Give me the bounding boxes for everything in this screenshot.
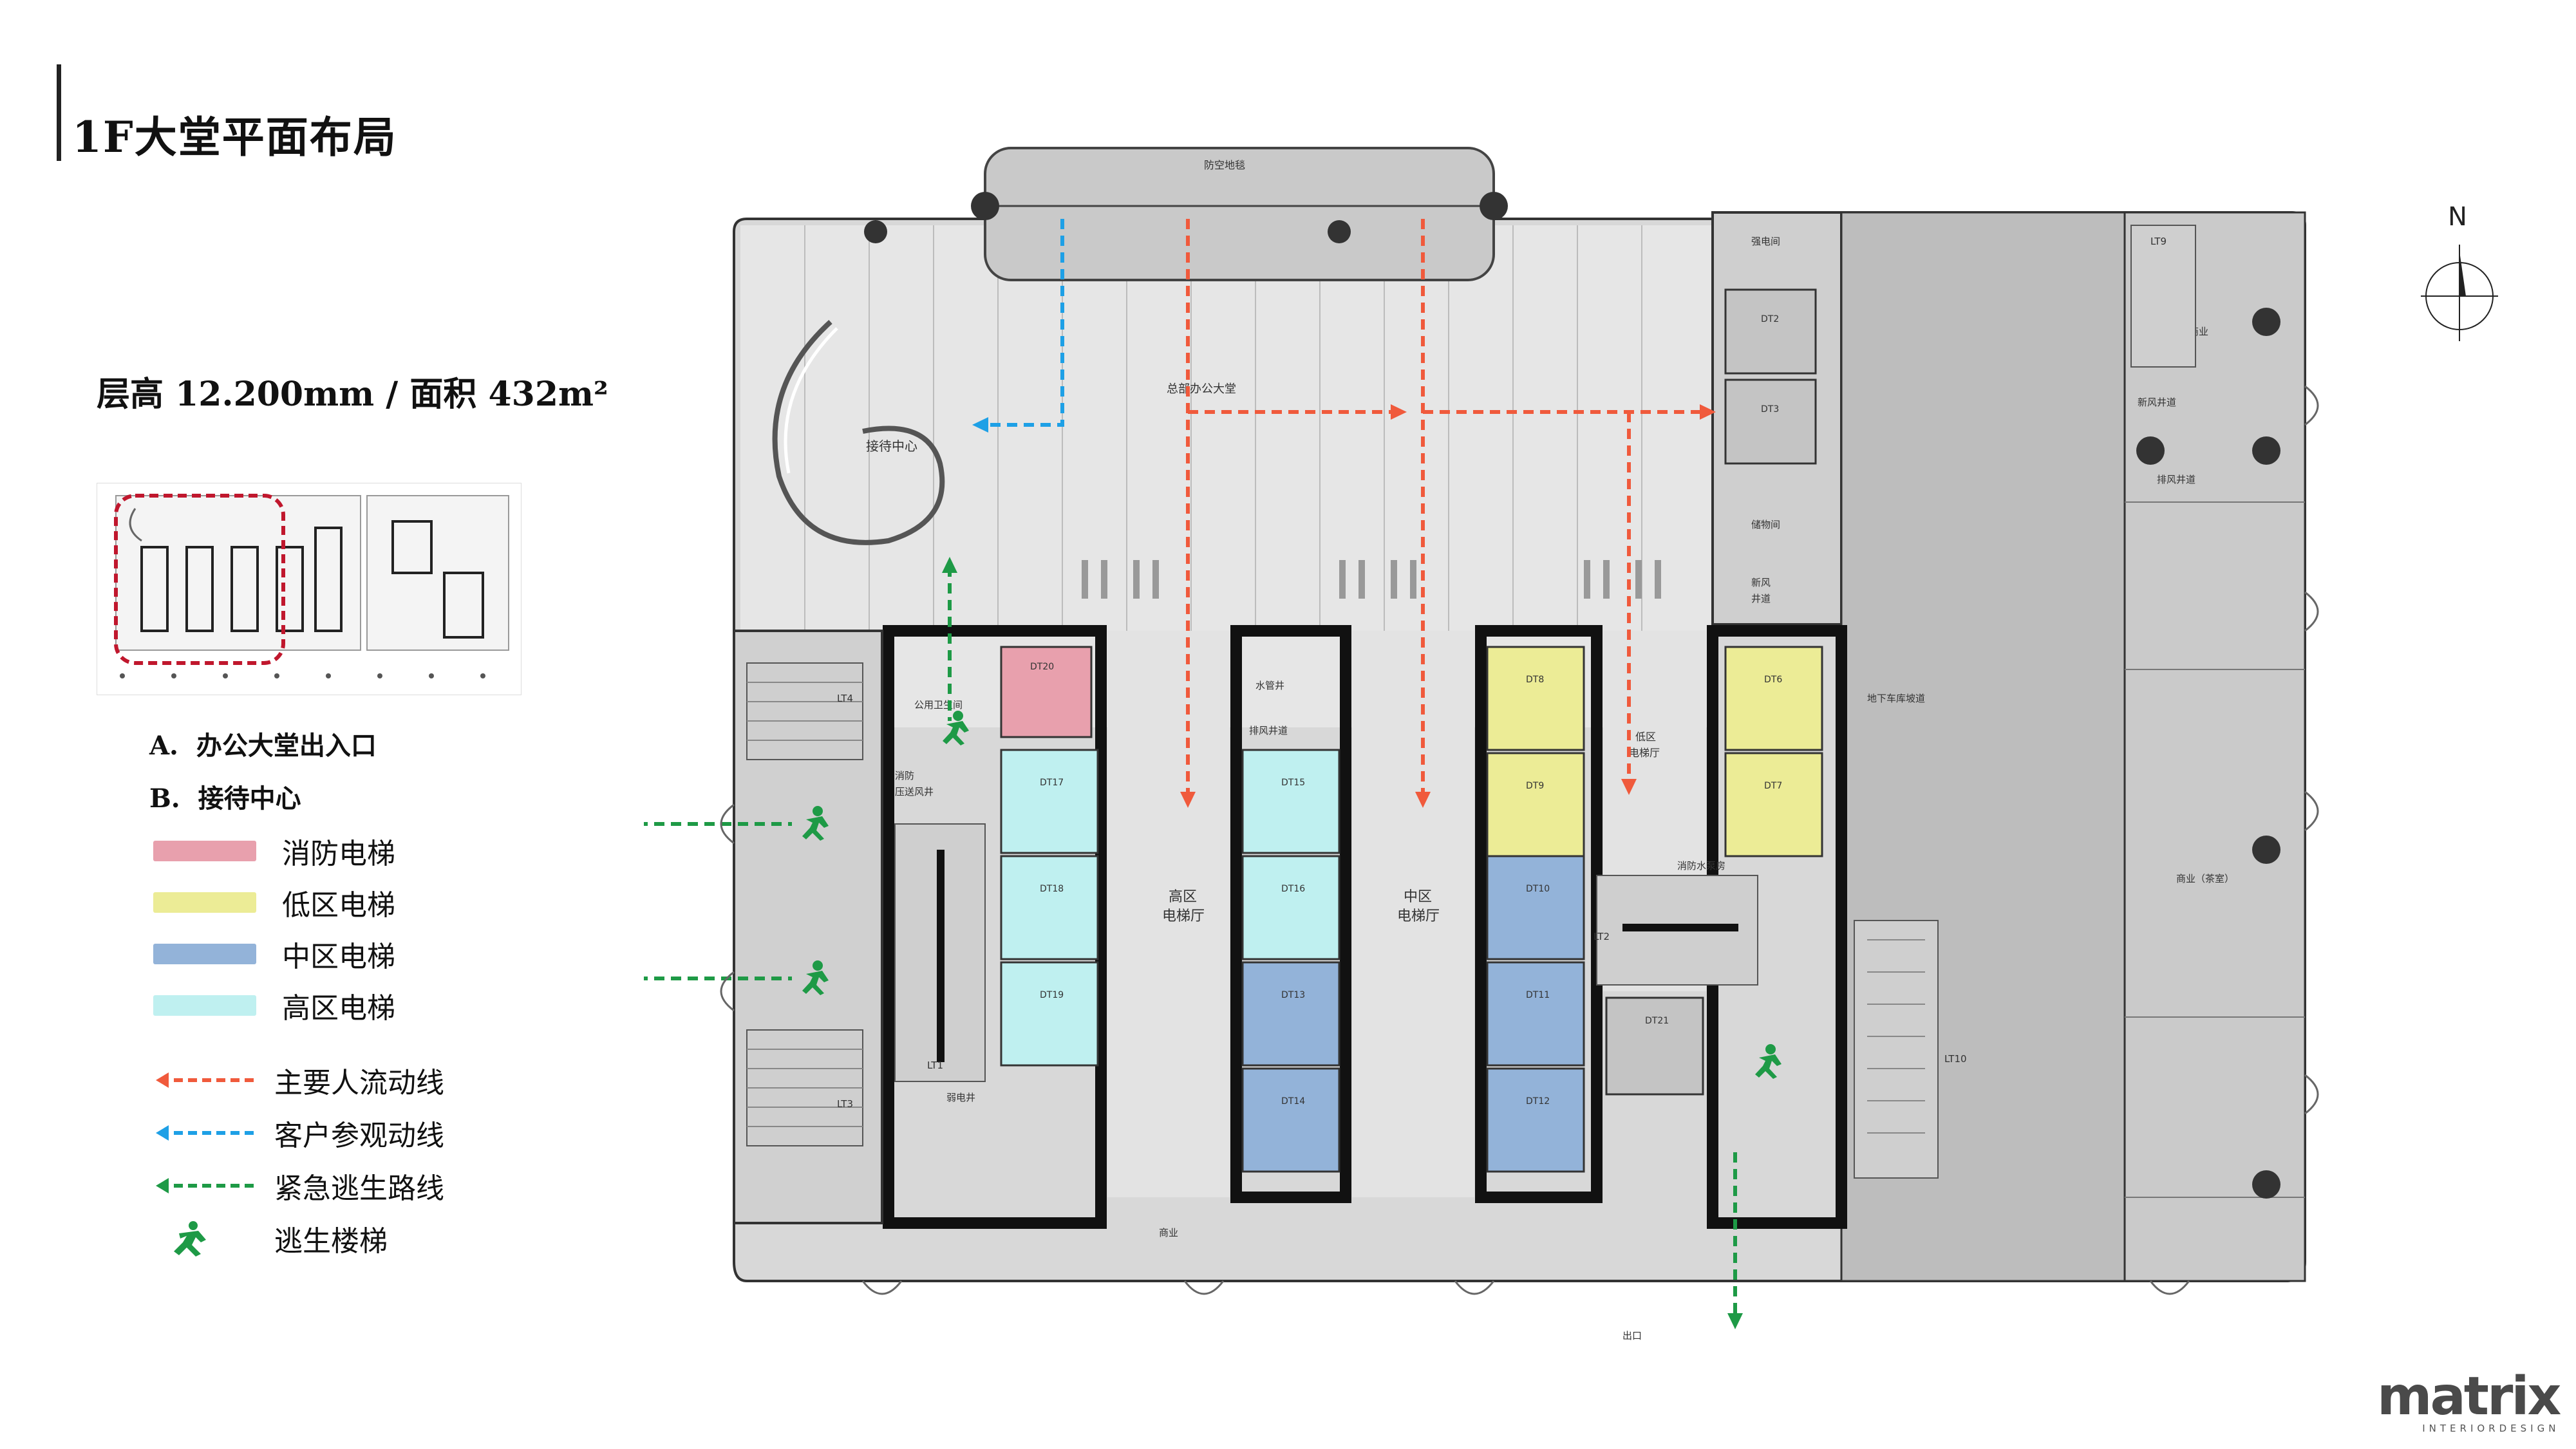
- svg-text:排风井道: 排风井道: [1249, 725, 1288, 736]
- svg-text:LT2: LT2: [1594, 931, 1610, 942]
- floor-plan: 防空地毯 接待中心 总部办公大堂 DT20 DT17 DT18 DT19 DT1…: [644, 147, 2319, 1341]
- floor-info: 层高 12.200mm / 面积 432m²: [97, 375, 608, 414]
- svg-text:地下车库坡道: 地下车库坡道: [1867, 693, 1925, 704]
- legend-high-elevator: 高区电梯: [153, 986, 395, 1025]
- svg-text:储物间: 储物间: [1751, 519, 1780, 530]
- svg-text:LT4: LT4: [837, 693, 853, 704]
- running-man-icon: [802, 711, 1782, 1079]
- svg-text:DT17: DT17: [1040, 778, 1064, 788]
- svg-text:低区: 低区: [1635, 731, 1656, 743]
- svg-text:DT10: DT10: [1526, 884, 1550, 894]
- svg-text:中区: 中区: [1404, 889, 1432, 905]
- legend-item-a: A. 办公大堂出入口: [149, 731, 377, 761]
- svg-text:压送风井: 压送风井: [895, 786, 934, 798]
- svg-text:消防: 消防: [895, 770, 914, 781]
- svg-text:DT16: DT16: [1281, 884, 1305, 894]
- svg-text:DT7: DT7: [1764, 781, 1782, 791]
- svg-text:DT11: DT11: [1526, 990, 1550, 1000]
- svg-text:消防水泵房: 消防水泵房: [1677, 860, 1725, 872]
- svg-text:DT21: DT21: [1645, 1016, 1669, 1026]
- legend-swatch-mid: [153, 944, 256, 964]
- svg-text:新风井道: 新风井道: [2138, 397, 2176, 408]
- legend-swatch-high: [153, 995, 256, 1016]
- legend-visitor-route: 客户参观动线: [153, 1114, 444, 1152]
- svg-text:DT15: DT15: [1281, 778, 1305, 788]
- north-arrow-icon: N: [2421, 202, 2498, 341]
- svg-text:LT9: LT9: [2150, 236, 2167, 247]
- svg-text:强电间: 强电间: [1751, 236, 1780, 247]
- svg-text:防空地毯: 防空地毯: [1204, 159, 1245, 171]
- svg-text:DT18: DT18: [1040, 884, 1064, 894]
- matrix-logo: matrix INTERIORDESIGN: [2377, 1366, 2561, 1435]
- svg-text:弱电井: 弱电井: [946, 1092, 975, 1103]
- legend-swatch-low: [153, 892, 256, 913]
- svg-text:DT19: DT19: [1040, 990, 1064, 1000]
- svg-text:DT14: DT14: [1281, 1096, 1305, 1107]
- svg-text:商业（茶室）: 商业（茶室）: [2176, 873, 2234, 884]
- svg-text:电梯厅: 电梯厅: [1629, 747, 1660, 759]
- key-plan-thumbnail: [97, 483, 522, 695]
- legend-emergency-route: 紧急逃生路线: [153, 1166, 444, 1205]
- svg-text:井道: 井道: [1751, 593, 1771, 604]
- svg-text:LT1: LT1: [927, 1060, 943, 1071]
- svg-text:DT3: DT3: [1761, 404, 1779, 415]
- svg-text:电梯厅: 电梯厅: [1397, 908, 1440, 924]
- svg-text:排风井道: 排风井道: [2157, 474, 2195, 485]
- svg-text:电梯厅: 电梯厅: [1162, 908, 1205, 924]
- svg-text:公用卫生间: 公用卫生间: [914, 699, 963, 711]
- legend-low-elevator: 低区电梯: [153, 883, 395, 922]
- svg-text:商业: 商业: [1159, 1227, 1178, 1239]
- svg-text:总部办公大堂: 总部办公大堂: [1167, 382, 1236, 396]
- page-title: 1F大堂平面布局: [72, 112, 397, 162]
- legend-mid-elevator: 中区电梯: [153, 935, 395, 973]
- svg-text:DT12: DT12: [1526, 1096, 1550, 1107]
- title-accent-bar: [57, 64, 61, 161]
- legend-swatch-fire: [153, 841, 256, 861]
- svg-text:DT2: DT2: [1761, 314, 1779, 324]
- legend-escape-stair: 逃生楼梯: [153, 1219, 388, 1258]
- svg-text:N: N: [2448, 202, 2467, 232]
- svg-text:DT20: DT20: [1030, 662, 1054, 672]
- legend-item-b: B. 接待中心: [149, 783, 301, 814]
- legend-main-route: 主要人流动线: [153, 1061, 444, 1099]
- svg-text:DT13: DT13: [1281, 990, 1305, 1000]
- svg-text:出口: 出口: [1622, 1330, 1642, 1341]
- svg-text:水管井: 水管井: [1255, 680, 1284, 691]
- running-man-icon: [174, 1221, 206, 1257]
- svg-text:新风: 新风: [1751, 577, 1771, 588]
- svg-text:DT9: DT9: [1526, 781, 1544, 791]
- svg-text:高区: 高区: [1169, 889, 1197, 905]
- legend-fire-elevator: 消防电梯: [153, 832, 395, 870]
- svg-text:LT10: LT10: [1944, 1053, 1967, 1065]
- svg-text:LT3: LT3: [837, 1098, 853, 1110]
- svg-text:DT6: DT6: [1764, 675, 1782, 685]
- svg-text:DT8: DT8: [1526, 675, 1544, 685]
- svg-text:接待中心: 接待中心: [866, 438, 917, 454]
